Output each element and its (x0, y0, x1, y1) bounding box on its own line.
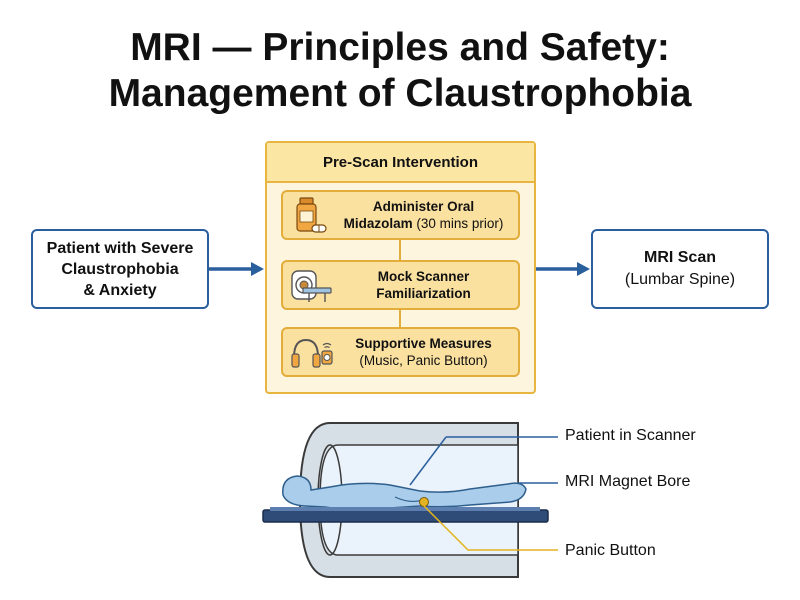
step-2-line-2: Familiarization (376, 286, 471, 301)
patient-box-line-2: Claustrophobia (61, 260, 179, 278)
callout-line-panic (423, 505, 558, 551)
diagram-title-line-1: MRI — Principles and Safety: (130, 26, 670, 69)
arrow-head-to-pre-scan (251, 262, 264, 276)
step-3-line-2: (Music, Panic Button) (359, 353, 488, 368)
mri-scan-subtitle: (Lumbar Spine) (624, 271, 736, 288)
headphones-icon (291, 338, 333, 368)
pill-bottle-icon (296, 197, 327, 233)
pre-scan-header: Pre-Scan Intervention (267, 143, 534, 183)
patient-box-line-3: & Anxiety (83, 281, 157, 299)
step-midazolam: Administer Oral Midazolam (30 mins prior… (281, 190, 520, 240)
mri-scan-title: MRI Scan (643, 249, 716, 266)
step-2-line-1: Mock Scanner (377, 269, 470, 284)
arrow-head-to-scan (577, 262, 590, 276)
step-3-line-1: Supportive Measures (355, 336, 492, 351)
step-mock-scanner: Mock Scanner Familiarization (281, 260, 520, 310)
diagram-title-line-2: Management of Claustrophobia (108, 72, 692, 115)
mri-scan-box: MRI Scan (Lumbar Spine) (591, 229, 769, 309)
scanner-table (262, 509, 549, 523)
callout-magnet-bore: MRI Magnet Bore (565, 473, 691, 490)
step-1-line-2: Midazolam (343, 216, 413, 231)
callout-line-patient (409, 436, 447, 486)
patient-box-line-1: Patient with Severe (46, 239, 194, 257)
step-1-line-2-suffix: (30 mins prior) (412, 216, 504, 231)
step-1-line-1: Administer Oral (372, 199, 475, 214)
scanner-table-pad (270, 507, 540, 511)
step-supportive-measures: Supportive Measures (Music, Panic Button… (281, 327, 520, 377)
callout-panic-button: Panic Button (565, 542, 656, 559)
callout-patient-in-scanner: Patient in Scanner (565, 427, 696, 444)
mri-scanner-icon (291, 270, 332, 302)
patient-box: Patient with Severe Claustrophobia & Anx… (31, 229, 209, 309)
panic-button-icon (419, 497, 429, 507)
